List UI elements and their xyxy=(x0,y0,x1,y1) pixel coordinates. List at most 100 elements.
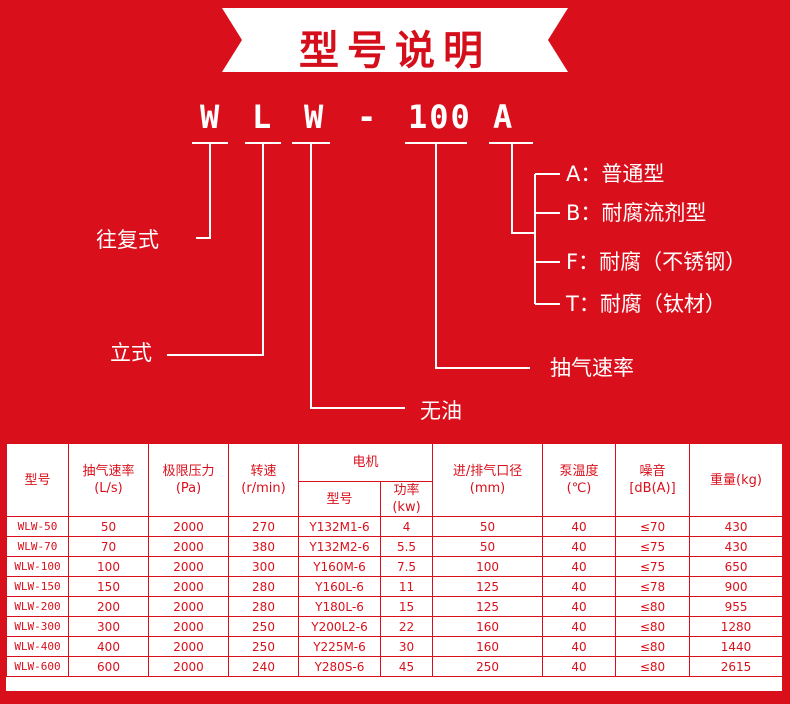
cell-weight: 430 xyxy=(689,516,784,537)
cell-pressure: 2000 xyxy=(148,596,229,617)
code-letter-suffix: A xyxy=(493,98,515,136)
cell-motor-model: Y160M-6 xyxy=(298,556,381,577)
cell-pressure: 2000 xyxy=(148,636,229,657)
cell-rpm: 270 xyxy=(228,516,299,537)
code-number: 100 xyxy=(408,98,472,136)
cell-port: 50 xyxy=(432,536,544,557)
cell-motor-model: Y160L-6 xyxy=(298,576,381,597)
cell-speed: 600 xyxy=(68,656,149,677)
cell-speed: 50 xyxy=(68,516,149,537)
cell-weight: 1440 xyxy=(689,636,784,657)
header-pressure: 极限压力(Pa) xyxy=(148,443,229,517)
cell-motor-power: 11 xyxy=(379,576,434,597)
header-motor: 电机 xyxy=(297,443,434,482)
cell-port: 50 xyxy=(432,516,544,537)
cell-speed: 70 xyxy=(68,536,149,557)
cell-model: WLW-400 xyxy=(6,636,69,657)
cell-temp: 40 xyxy=(542,636,617,657)
label-option-t: T：耐腐（钛材） xyxy=(566,292,726,316)
cell-motor-power: 22 xyxy=(379,616,434,637)
cell-noise: ≤75 xyxy=(615,536,691,557)
cell-motor-model: Y180L-6 xyxy=(298,596,381,617)
cell-temp: 40 xyxy=(542,556,617,577)
cell-port: 160 xyxy=(432,616,544,637)
cell-model: WLW-150 xyxy=(6,576,69,597)
cell-port: 250 xyxy=(432,656,544,677)
cell-rpm: 250 xyxy=(228,616,299,637)
cell-noise: ≤80 xyxy=(615,616,691,637)
cell-port: 125 xyxy=(432,576,544,597)
cell-pressure: 2000 xyxy=(148,536,229,557)
cell-motor-power: 4 xyxy=(379,516,434,537)
title-ribbon xyxy=(222,8,568,72)
cell-temp: 40 xyxy=(542,656,617,677)
cell-noise: ≤80 xyxy=(615,656,691,677)
cell-port: 100 xyxy=(432,556,544,577)
cell-model: WLW-100 xyxy=(6,556,69,577)
cell-model: WLW-70 xyxy=(6,536,69,557)
cell-temp: 40 xyxy=(542,516,617,537)
header-temp: 泵温度(℃) xyxy=(542,443,617,517)
cell-weight: 2615 xyxy=(689,656,784,677)
code-letter-w2: W xyxy=(304,98,326,136)
cell-pressure: 2000 xyxy=(148,616,229,637)
code-letter-l: L xyxy=(252,98,274,136)
code-diagram-lines xyxy=(167,142,560,409)
spec-table: 型号 抽气速率(L/s) 极限压力(Pa) 转速(r/min) 电机 进/排气口… xyxy=(6,443,784,677)
header-noise: 噪音[dB(A)] xyxy=(615,443,691,517)
cell-weight: 650 xyxy=(689,556,784,577)
code-letter-w1: W xyxy=(200,98,222,136)
cell-model: WLW-600 xyxy=(6,656,69,677)
cell-rpm: 300 xyxy=(228,556,299,577)
cell-speed: 300 xyxy=(68,616,149,637)
cell-weight: 900 xyxy=(689,576,784,597)
cell-noise: ≤78 xyxy=(615,576,691,597)
cell-speed: 400 xyxy=(68,636,149,657)
cell-motor-model: Y200L2-6 xyxy=(298,616,381,637)
cell-temp: 40 xyxy=(542,616,617,637)
cell-motor-model: Y132M1-6 xyxy=(298,516,381,537)
cell-rpm: 280 xyxy=(228,576,299,597)
label-option-b: B：耐腐流剂型 xyxy=(566,201,707,225)
cell-pressure: 2000 xyxy=(148,516,229,537)
cell-temp: 40 xyxy=(542,536,617,557)
cell-speed: 150 xyxy=(68,576,149,597)
cell-weight: 955 xyxy=(689,596,784,617)
cell-motor-power: 5.5 xyxy=(379,536,434,557)
cell-model: WLW-300 xyxy=(6,616,69,637)
cell-motor-model: Y132M2-6 xyxy=(298,536,381,557)
cell-noise: ≤70 xyxy=(615,516,691,537)
label-option-f: F：耐腐（不锈钢） xyxy=(566,250,747,274)
header-port: 进/排气口径(mm) xyxy=(432,443,544,517)
cell-rpm: 250 xyxy=(228,636,299,657)
label-oil-free: 无油 xyxy=(420,399,462,423)
header-speed: 抽气速率(L/s) xyxy=(68,443,149,517)
cell-temp: 40 xyxy=(542,576,617,597)
cell-motor-power: 30 xyxy=(379,636,434,657)
cell-weight: 430 xyxy=(689,536,784,557)
cell-motor-power: 7.5 xyxy=(379,556,434,577)
header-rpm: 转速(r/min) xyxy=(228,443,299,517)
cell-rpm: 240 xyxy=(228,656,299,677)
spec-table-container: 型号 抽气速率(L/s) 极限压力(Pa) 转速(r/min) 电机 进/排气口… xyxy=(6,443,784,691)
cell-motor-model: Y225M-6 xyxy=(298,636,381,657)
label-pumping-speed: 抽气速率 xyxy=(550,356,634,380)
cell-rpm: 280 xyxy=(228,596,299,617)
page-title: 型号说明 xyxy=(299,27,491,74)
cell-model: WLW-50 xyxy=(6,516,69,537)
cell-pressure: 2000 xyxy=(148,556,229,577)
cell-noise: ≤80 xyxy=(615,636,691,657)
code-dash: - xyxy=(357,98,379,136)
cell-pressure: 2000 xyxy=(148,656,229,677)
cell-speed: 200 xyxy=(68,596,149,617)
cell-port: 160 xyxy=(432,636,544,657)
label-reciprocating: 往复式 xyxy=(96,228,159,252)
